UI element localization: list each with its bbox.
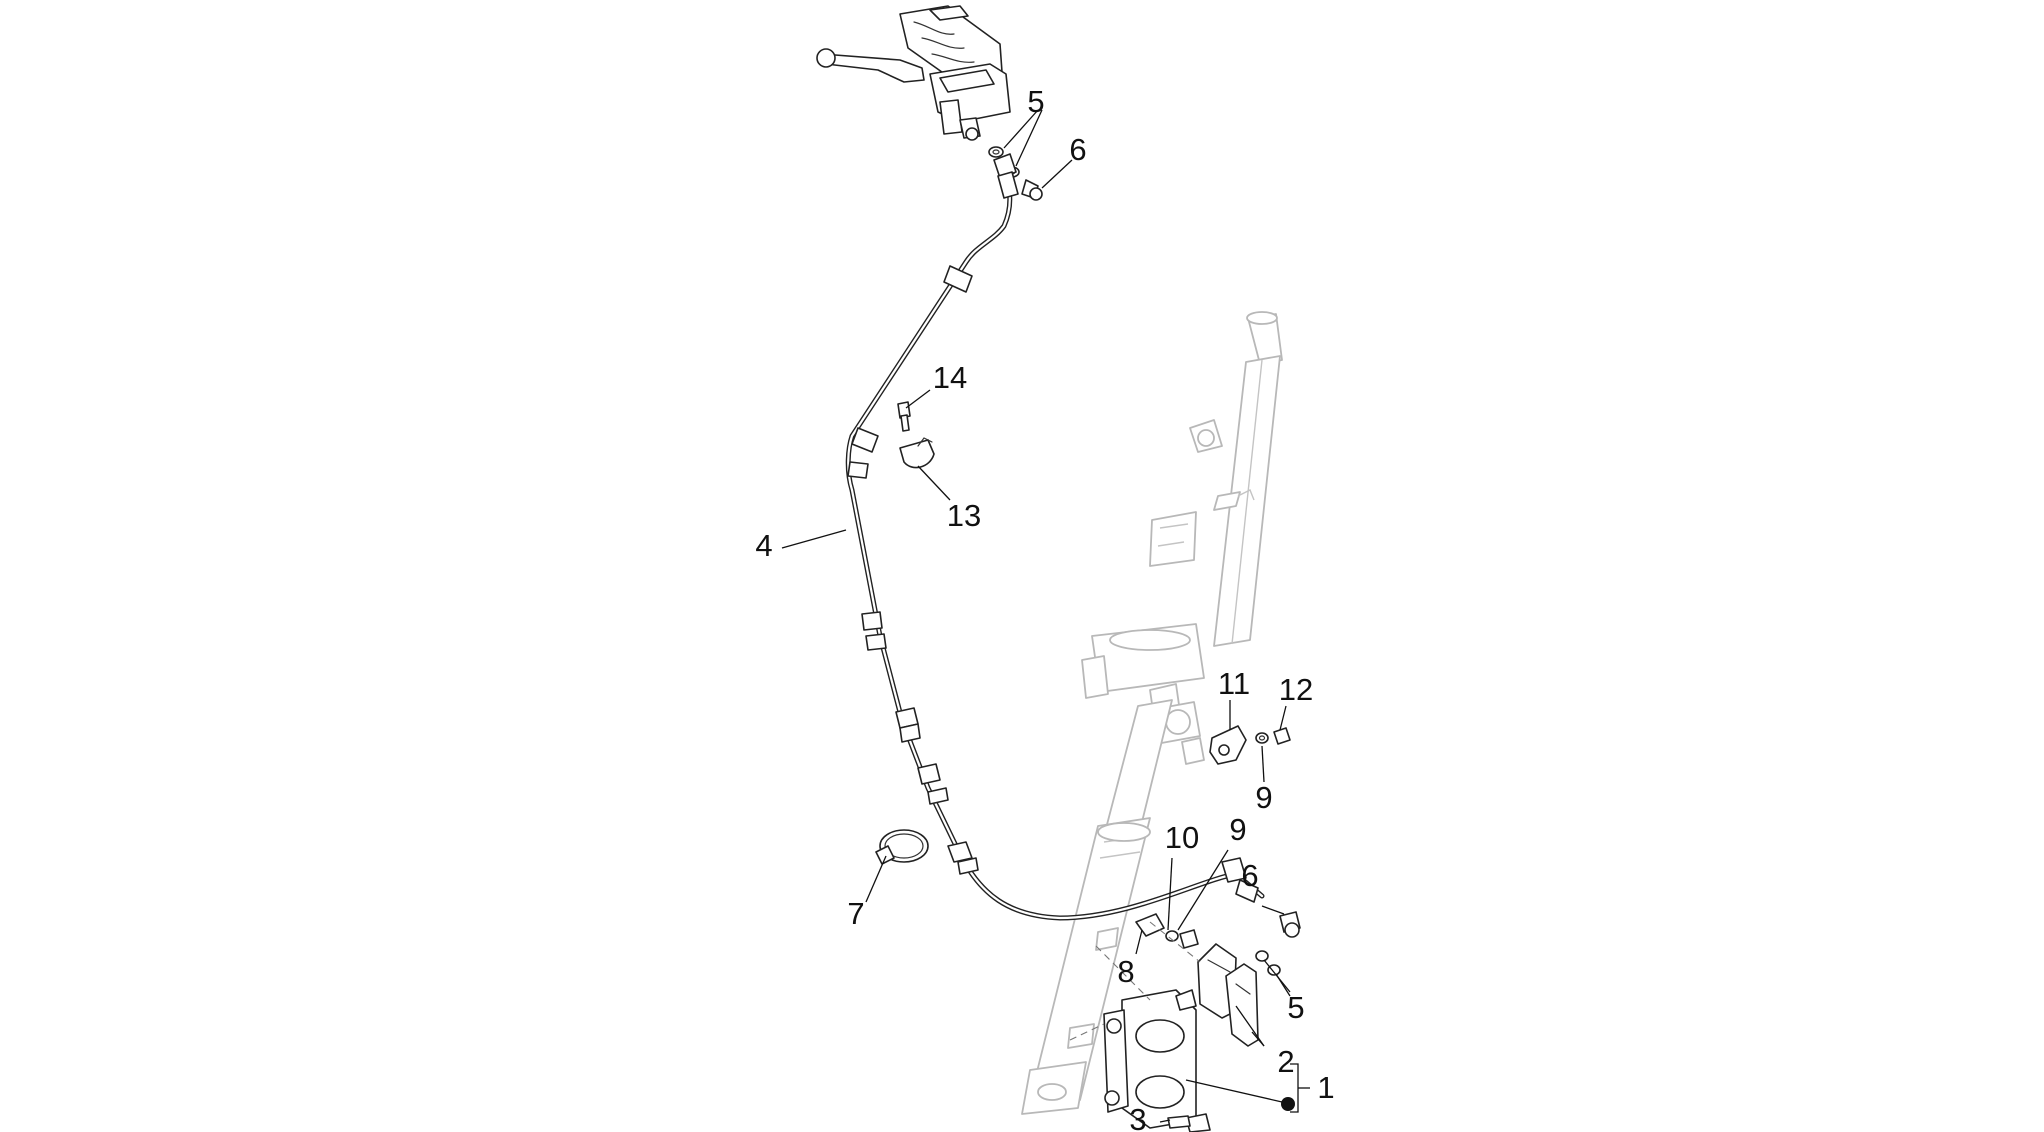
callout-2: 2 <box>1277 1044 1294 1079</box>
washer-bracket <box>1255 732 1269 744</box>
callout-6-top: 6 <box>1069 132 1086 167</box>
assembly-line <box>1149 921 1201 963</box>
hose-clamp-ring <box>875 829 929 865</box>
callout-9-lower: 9 <box>1229 812 1246 847</box>
banjo-washers-caliper <box>1255 950 1281 976</box>
bleed-valve <box>1179 929 1199 949</box>
callout-14: 14 <box>933 360 967 395</box>
bleed-valve-cap <box>1135 913 1165 937</box>
assembly-line <box>1095 945 1151 1001</box>
front-fork-assembly <box>1021 311 1283 1115</box>
brake-pads <box>1197 943 1259 1047</box>
assembly-line <box>1069 1023 1105 1041</box>
assembly-dot-marker <box>1281 1097 1295 1111</box>
bracket-screw <box>1273 727 1291 745</box>
callout-5-lower: 5 <box>1287 990 1304 1025</box>
bleed-washer <box>1165 930 1179 942</box>
callout-3: 3 <box>1129 1102 1146 1132</box>
callout-5-top: 5 <box>1027 84 1044 119</box>
callout-11: 11 <box>1218 666 1250 701</box>
banjo-bolt-top <box>1021 179 1043 201</box>
brake-caliper <box>1103 989 1197 1129</box>
callout-8: 8 <box>1117 954 1134 989</box>
brake-hose <box>845 153 1265 921</box>
banjo-bolt-caliper <box>1279 911 1301 938</box>
brake-master-cylinder-lever <box>816 5 1011 141</box>
callout-1: 1 <box>1317 1070 1334 1105</box>
callout-6-lower: 6 <box>1241 858 1258 893</box>
callout-7: 7 <box>847 896 864 931</box>
callout-12: 12 <box>1279 672 1313 707</box>
callout-labels: 5 6 14 13 4 7 11 12 9 10 9 6 8 5 2 1 3 <box>755 84 1334 1132</box>
hose-bracket <box>1209 725 1247 765</box>
callout-10: 10 <box>1165 820 1199 855</box>
clip-screw <box>897 401 911 432</box>
callout-9-upper: 9 <box>1255 780 1272 815</box>
callout-4: 4 <box>755 528 772 563</box>
callout-13: 13 <box>947 498 981 533</box>
leader-lines <box>781 109 1310 1123</box>
hose-guide-clip <box>899 437 935 469</box>
caliper-bolt <box>1167 1113 1211 1132</box>
